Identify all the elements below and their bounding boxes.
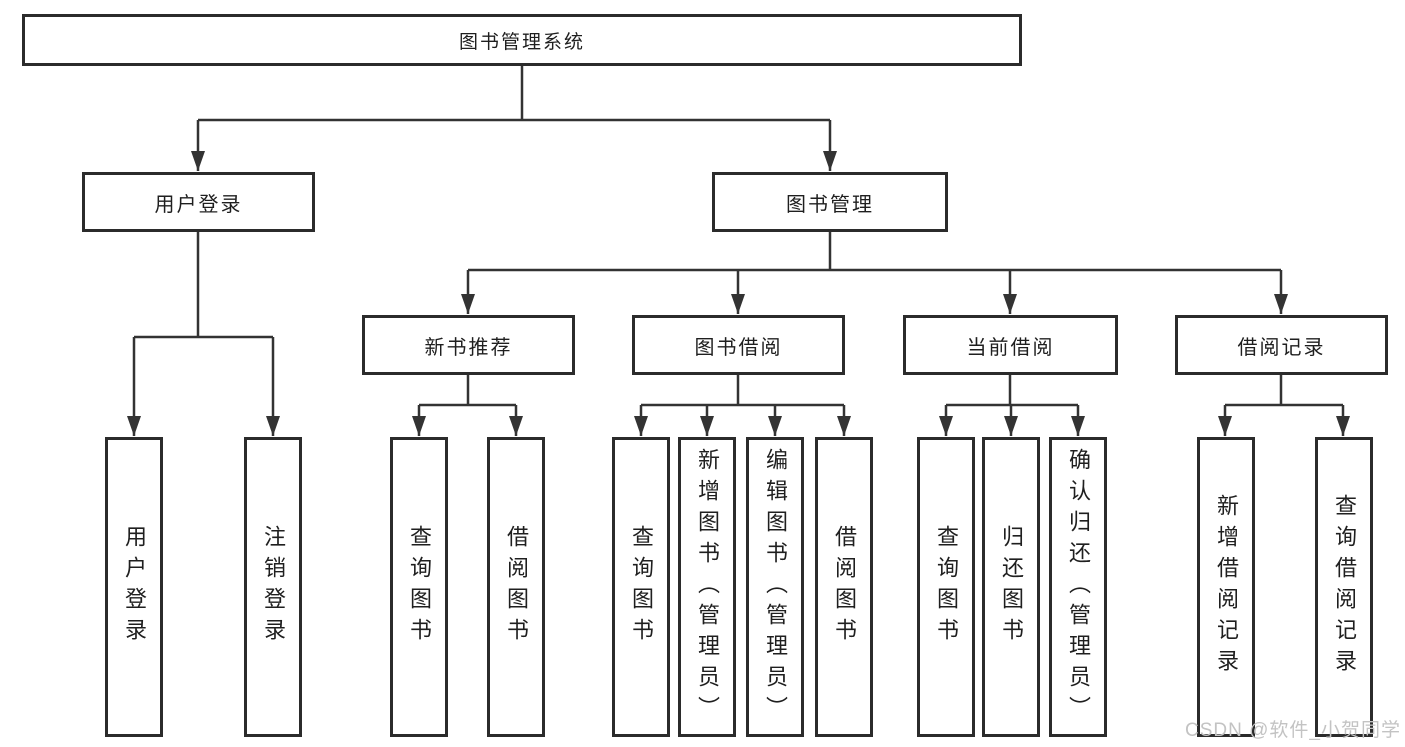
leaf-return-book-label: 归还图书 [999,525,1024,649]
leaf-edit-book-admin-label: 编辑图书（管理员） [763,447,788,727]
node-root: 图书管理系统 [22,14,1022,66]
csdn-watermark: CSDN @软件_小贺同学 [1185,720,1401,741]
node-borrow-records-label: 借阅记录 [1237,336,1326,359]
node-user-login: 用户登录 [82,172,315,232]
node-user-login-label: 用户登录 [154,193,243,216]
leaf-query-book-2: 查询图书 [612,437,670,737]
leaf-borrow-book-2-label: 借阅图书 [832,525,857,649]
leaf-query-book-1-label: 查询图书 [407,525,432,649]
leaf-return-book: 归还图书 [982,437,1040,737]
leaf-logout-label: 注销登录 [261,525,286,649]
leaf-logout: 注销登录 [244,437,302,737]
leaf-user-login: 用户登录 [105,437,163,737]
leaf-add-book-admin: 新增图书（管理员） [678,437,736,737]
leaf-confirm-return-admin-label: 确认归还（管理员） [1066,447,1091,727]
leaf-add-borrow-record: 新增借阅记录 [1197,437,1255,737]
leaf-borrow-book-1-label: 借阅图书 [504,525,529,649]
node-borrow-records: 借阅记录 [1175,315,1388,375]
node-book-management-label: 图书管理 [786,193,874,216]
node-book-borrow-label: 图书借阅 [694,336,783,359]
leaf-add-book-admin-label: 新增图书（管理员） [695,447,720,727]
leaf-query-book-3-label: 查询图书 [934,525,959,649]
node-current-borrow: 当前借阅 [903,315,1118,375]
node-new-book-recommend-label: 新书推荐 [424,336,513,359]
node-new-book-recommend: 新书推荐 [362,315,575,375]
leaf-query-book-3: 查询图书 [917,437,975,737]
leaf-add-borrow-record-label: 新增借阅记录 [1214,494,1239,680]
node-book-management: 图书管理 [712,172,948,232]
leaf-borrow-book-1: 借阅图书 [487,437,545,737]
leaf-query-book-1: 查询图书 [390,437,448,737]
leaf-user-login-label: 用户登录 [122,525,147,649]
node-root-label: 图书管理系统 [458,31,585,53]
leaf-confirm-return-admin: 确认归还（管理员） [1049,437,1107,737]
leaf-query-borrow-record-label: 查询借阅记录 [1332,494,1357,680]
node-current-borrow-label: 当前借阅 [966,336,1055,359]
leaf-query-borrow-record: 查询借阅记录 [1315,437,1373,737]
tree-branch-lines [134,66,1343,407]
node-book-borrow: 图书借阅 [632,315,845,375]
leaf-query-book-2-label: 查询图书 [629,525,654,649]
leaf-borrow-book-2: 借阅图书 [815,437,873,737]
leaf-edit-book-admin: 编辑图书（管理员） [746,437,804,737]
